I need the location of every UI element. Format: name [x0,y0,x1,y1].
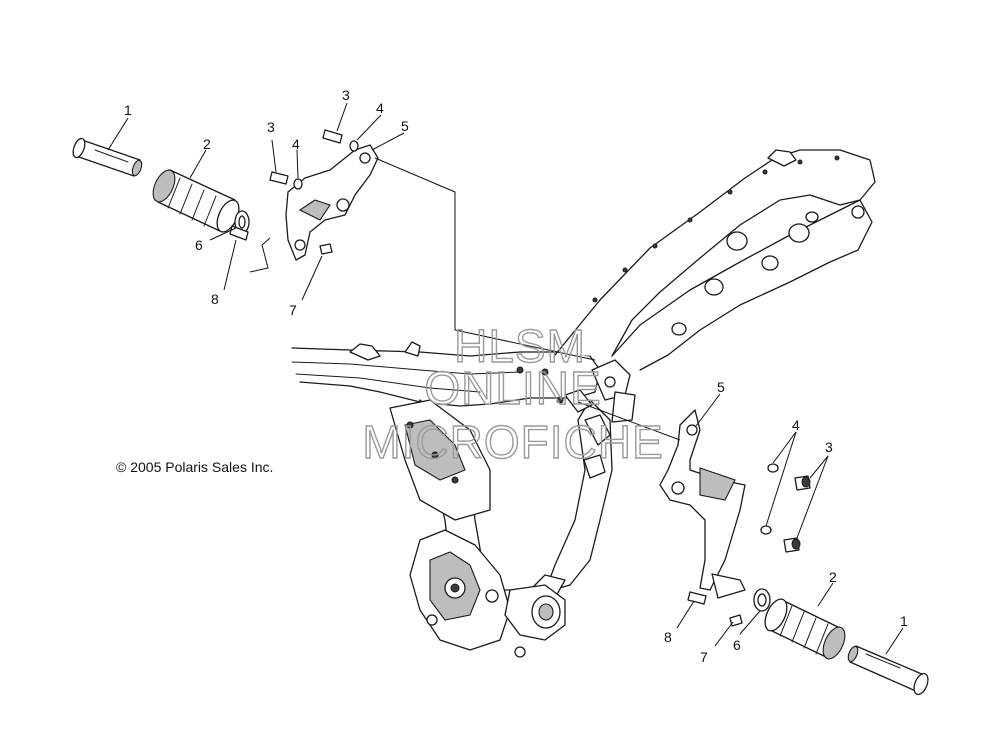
left-washer-lower [293,178,303,190]
right-clevis-pin [687,591,707,605]
callout-right-2: 2 [829,569,837,585]
callout-left-5: 5 [401,118,409,134]
left-footpeg-bracket [285,144,379,261]
left-washer-upper [349,140,359,152]
callout-right-7: 7 [700,649,708,665]
callout-right-4: 4 [792,417,800,433]
left-footpeg-rubber [152,169,240,233]
left-clevis-pin [229,225,249,241]
right-washer-upper [767,463,779,473]
callout-left-4-lower: 4 [292,136,300,152]
watermark-line-1: HLSM [454,320,586,372]
callout-left-3-lower: 3 [267,119,275,135]
callout-left-7: 7 [289,302,297,318]
callout-left-8: 8 [211,291,219,307]
leader-lines [107,102,904,655]
copyright-notice: © 2005 Polaris Sales Inc. [116,459,273,475]
frame-rivets [592,155,840,303]
right-cotter-clip [729,614,743,627]
left-cotter-clip [319,243,333,255]
callout-left-2: 2 [203,136,211,152]
right-washer-lower [760,525,772,535]
watermark: HLSM ONLINE MICROFICHE [362,319,664,468]
callout-right-5: 5 [717,379,725,395]
callout-right-8: 8 [664,629,672,645]
callout-left-1: 1 [124,102,132,118]
left-bolt-lower [269,171,289,185]
watermark-line-3: MICROFICHE [362,416,663,468]
callout-left-6: 6 [195,237,203,253]
watermark-line-2: ONLINE [424,362,601,414]
left-footpeg-pin [72,137,143,177]
callout-right-3: 3 [825,439,833,455]
callout-left-4-upper: 4 [376,100,384,116]
left-footpeg-assembly [72,129,596,361]
motorcycle-frame [291,149,876,658]
left-bolt-upper [322,129,343,144]
callouts-right: 5 4 3 2 1 8 7 6 [664,379,908,665]
right-bolt-upper [794,475,811,491]
callouts-left: 1 2 3 3 4 4 5 6 7 8 [124,87,409,318]
callout-right-6: 6 [733,637,741,653]
callout-left-3-upper: 3 [342,87,350,103]
right-footpeg-rubber [764,598,846,660]
right-footpeg-pin [847,645,929,696]
right-footpeg-assembly [577,401,929,696]
right-footpeg-bracket [659,409,746,599]
callout-right-1: 1 [900,613,908,629]
right-bolt-lower [783,537,801,553]
